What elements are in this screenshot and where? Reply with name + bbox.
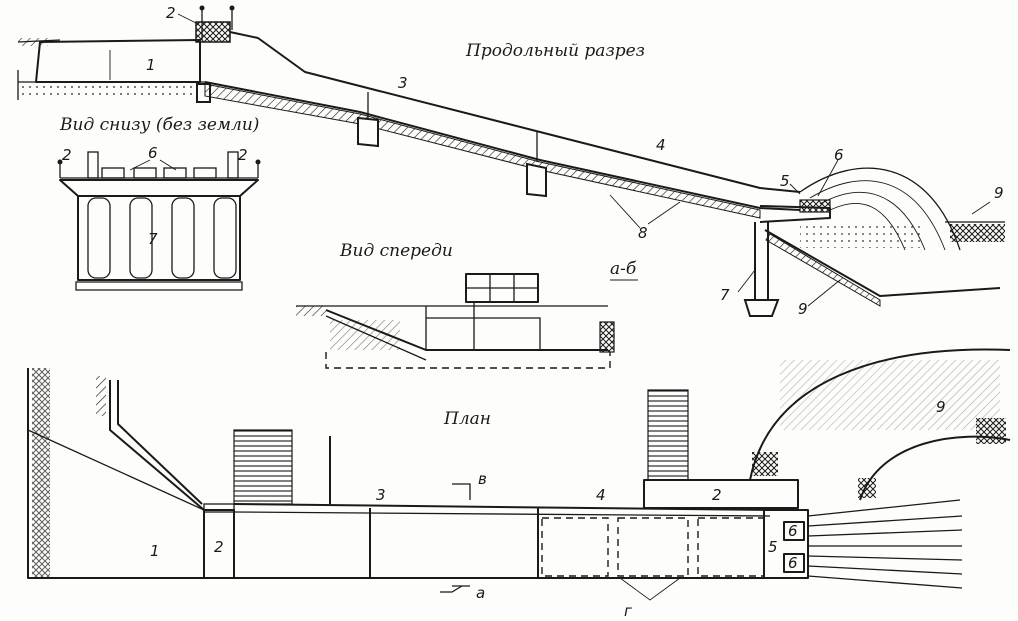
caption-plan: План [443, 409, 491, 429]
plan-label-g: г [624, 602, 632, 620]
label-4-chute: 4 [656, 136, 666, 154]
label-7-pier: 7 [720, 286, 730, 304]
plan-label-v: в [478, 470, 487, 488]
chute-slab-hatch [204, 83, 761, 219]
plan-label-3: 3 [376, 486, 386, 504]
plan-label-6-bottom: 6 [788, 554, 798, 572]
label-1-basin: 1 [146, 56, 156, 74]
label-2-top: 2 [166, 4, 176, 22]
plan-label-5: 5 [768, 538, 778, 556]
bottom-label-7: 7 [148, 230, 158, 248]
plan-label-6-top: 6 [788, 522, 798, 540]
label-5-sill: 5 [780, 172, 790, 190]
front-view [296, 273, 615, 369]
label-6-bucket: 6 [834, 146, 844, 164]
plan-label-2-left: 2 [214, 538, 224, 556]
longitudinal-section [17, 5, 1005, 317]
label-8-drains: 8 [638, 224, 648, 242]
plan-label-a: а [476, 584, 485, 602]
caption-front-view: Вид спереди [339, 241, 453, 261]
label-3-chute: 3 [398, 74, 408, 92]
caption-section: а-б [610, 259, 637, 279]
plan-label-2-right: 2 [712, 486, 722, 504]
bottom-label-2-left: 2 [62, 146, 72, 164]
ground-hatch-left [18, 38, 48, 46]
bottom-label-2-right: 2 [238, 146, 248, 164]
plan-label-9: 9 [936, 398, 946, 416]
soil-dots-left [18, 84, 208, 98]
plan-view [27, 348, 1011, 601]
caption-bottom-view: Вид снизу (без земли) [59, 115, 259, 135]
plan-label-1: 1 [150, 542, 160, 560]
bottom-label-6: 6 [148, 144, 158, 162]
label-9-bed: 9 [798, 300, 808, 318]
bottom-view [57, 151, 261, 291]
label-9-ground: 9 [994, 184, 1004, 202]
caption-longitudinal: Продольный разрез [465, 41, 645, 61]
plan-label-4: 4 [596, 486, 606, 504]
headwall-hatch [195, 21, 231, 43]
ground-hatch-right [950, 224, 1005, 242]
